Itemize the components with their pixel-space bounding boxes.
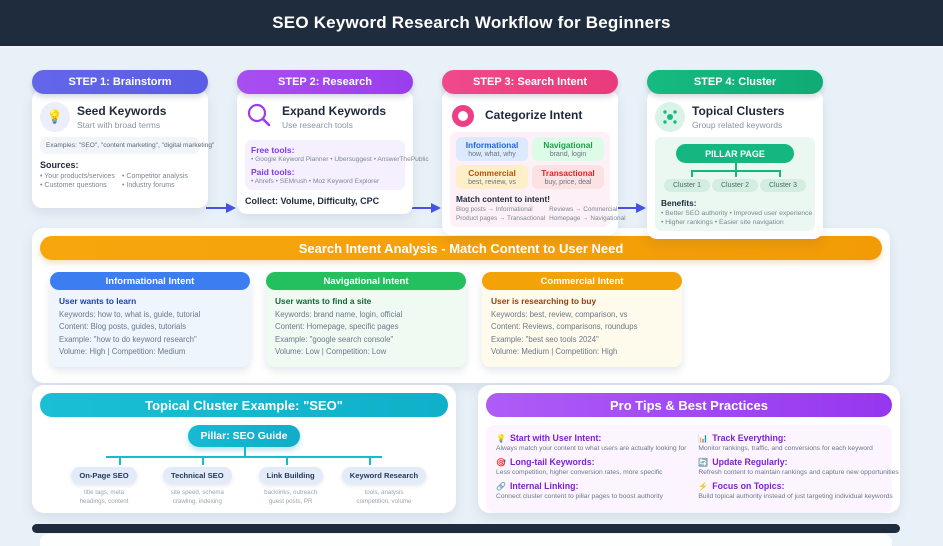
- tip-item: 📊 Track Everything: Monitor rankings, tr…: [698, 433, 873, 452]
- step-1-subtitle: Start with broad terms: [77, 120, 161, 130]
- next-section-header-bar: [32, 524, 900, 533]
- paid-tools-list: • Ahrefs • SEMrush • Moz Keyword Explore…: [251, 178, 380, 185]
- source-item: • Customer questions: [40, 182, 107, 189]
- step-1-card: STEP 1: Brainstorm 💡 Seed Keywords Start…: [32, 70, 214, 208]
- intent-chip-informational: Informational how, what, why: [456, 137, 528, 161]
- cluster-3-pill: Cluster 3: [759, 179, 806, 192]
- benefit-line: • Higher rankings • Easier site navigati…: [661, 219, 784, 226]
- match-item: Reviews → Commercial: [549, 206, 618, 213]
- intent-chip-commercial: Commercial best, review, vs: [456, 165, 528, 189]
- tip-item: 🎯 Long-tail Keywords: Less competition, …: [496, 457, 663, 476]
- tip-item: 🔗 Internal Linking: Connect cluster cont…: [496, 481, 663, 500]
- match-item: Product pages → Transactional: [456, 215, 546, 222]
- match-item: Homepage → Navigational: [549, 215, 626, 222]
- step-1-examples: Examples: "SEO", "content marketing", "d…: [40, 137, 214, 154]
- magnifier-icon: [245, 102, 275, 135]
- cluster-example-connector: [84, 447, 404, 465]
- cluster-example-title: Topical Cluster Example: "SEO": [40, 393, 448, 417]
- intent-analysis-title: Search Intent Analysis - Match Content t…: [40, 236, 882, 260]
- cluster-node: Link Building backlinks, outreach guest …: [245, 465, 337, 507]
- intent-chip-transactional: Transactional buy, price, deal: [532, 165, 604, 189]
- step-2-title: Expand Keywords: [282, 104, 387, 118]
- match-content-label: Match content to intent!: [456, 194, 551, 204]
- tip-item: ⚡ Focus on Topics: Build topical authori…: [698, 481, 893, 500]
- topical-cluster-example-panel: Topical Cluster Example: "SEO" Pillar: S…: [32, 385, 456, 513]
- flow-arrow-icon: [206, 203, 236, 213]
- free-tools-list: • Google Keyword Planner • Ubersuggest •…: [251, 156, 429, 163]
- step-4-title: Topical Clusters: [692, 104, 785, 118]
- pillar-seo-guide-pill: Pillar: SEO Guide: [188, 425, 300, 447]
- step-3-header: STEP 3: Search Intent: [442, 70, 618, 94]
- lightning-icon: ⚡: [698, 481, 709, 491]
- informational-intent-card: Informational Intent User wants to learn…: [50, 272, 250, 367]
- step-1-title: Seed Keywords: [77, 104, 167, 118]
- search-intent-analysis-section: Search Intent Analysis - Match Content t…: [32, 228, 890, 383]
- navigational-intent-header: Navigational Intent: [266, 272, 466, 290]
- cluster-dots-icon: [655, 102, 685, 132]
- source-item: • Competitor analysis: [122, 173, 188, 180]
- cluster-connector: [671, 163, 799, 179]
- page-banner: SEO Keyword Research Workflow for Beginn…: [0, 0, 943, 48]
- cluster-2-pill: Cluster 2: [711, 179, 758, 192]
- pillar-page-pill: PILLAR PAGE: [676, 144, 794, 163]
- collect-metrics: Collect: Volume, Difficulty, CPC: [245, 196, 380, 206]
- pro-tips-title: Pro Tips & Best Practices: [486, 393, 892, 417]
- link-icon: 🔗: [496, 481, 506, 491]
- next-section-card-top: [40, 534, 892, 546]
- step-3-card: STEP 3: Search Intent Categorize Intent …: [442, 70, 626, 235]
- commercial-intent-card: Commercial Intent User is researching to…: [482, 272, 682, 367]
- flow-arrow-icon: [616, 203, 646, 213]
- step-2-card: STEP 2: Research Expand Keywords Use res…: [237, 70, 429, 214]
- step-2-header: STEP 2: Research: [237, 70, 413, 94]
- pro-tips-panel: Pro Tips & Best Practices 💡 Start with U…: [478, 385, 900, 513]
- cluster-node: On-Page SEO title tags, meta headings, c…: [58, 465, 150, 507]
- bar-chart-icon: 📊: [698, 433, 709, 443]
- intent-chip-navigational: Navigational brand, login: [532, 137, 604, 161]
- navigational-intent-card: Navigational Intent User wants to find a…: [266, 272, 466, 367]
- free-tools-label: Free tools:: [251, 145, 295, 155]
- step-3-title: Categorize Intent: [485, 108, 583, 122]
- commercial-intent-header: Commercial Intent: [482, 272, 682, 290]
- step-4-subtitle: Group related keywords: [692, 120, 783, 130]
- cluster-node: Technical SEO site speed, schema crawlin…: [151, 465, 243, 507]
- benefits-label: Benefits:: [661, 198, 697, 208]
- step-1-header: STEP 1: Brainstorm: [32, 70, 208, 94]
- tip-item: 💡 Start with User Intent: Always match y…: [496, 433, 687, 452]
- flow-arrow-icon: [411, 203, 441, 213]
- match-item: Blog posts → Informational: [456, 206, 533, 213]
- step-4-header: STEP 4: Cluster: [647, 70, 823, 94]
- lightbulb-icon: 💡: [40, 102, 70, 132]
- tip-item: 🔄 Update Regularly: Refresh content to m…: [698, 457, 899, 476]
- sources-label: Sources:: [40, 160, 79, 170]
- lightbulb-icon: 💡: [496, 433, 506, 443]
- target-icon: 🎯: [496, 457, 506, 467]
- benefit-line: • Better SEO authority • Improved user e…: [661, 210, 813, 217]
- step-4-card: STEP 4: Cluster Topical Clusters Group r…: [647, 70, 823, 239]
- source-item: • Industry forums: [122, 182, 175, 189]
- cluster-1-pill: Cluster 1: [664, 179, 711, 192]
- source-item: • Your products/services: [40, 173, 115, 180]
- refresh-icon: 🔄: [698, 457, 709, 467]
- page-title: SEO Keyword Research Workflow for Beginn…: [272, 13, 671, 32]
- cluster-node: Keyword Research tools, analysis competi…: [338, 465, 430, 507]
- paid-tools-label: Paid tools:: [251, 167, 295, 177]
- informational-intent-header: Informational Intent: [50, 272, 250, 290]
- step-2-subtitle: Use research tools: [282, 120, 353, 130]
- target-icon: [452, 105, 474, 127]
